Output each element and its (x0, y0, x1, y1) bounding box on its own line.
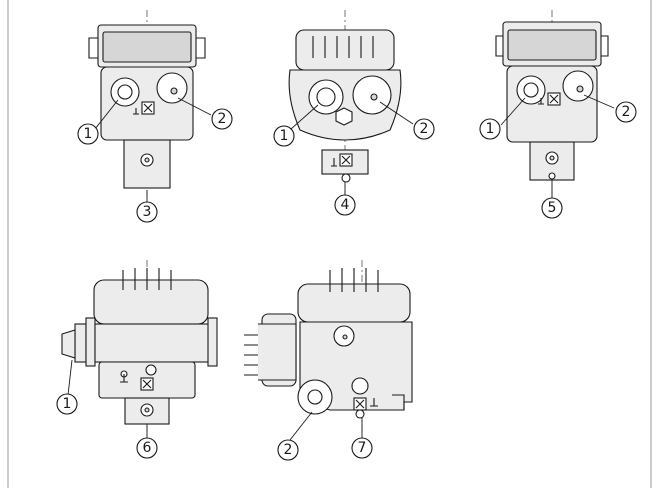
svg-text:2: 2 (218, 111, 227, 127)
svg-text:1: 1 (486, 121, 495, 137)
svg-text:1: 1 (63, 396, 72, 412)
callout-1-housing3: 1 (77, 123, 99, 145)
housing-side-view-6 (61, 260, 218, 445)
callout-1-housing4: 1 (273, 125, 295, 147)
svg-text:1: 1 (84, 126, 93, 142)
svg-text:2: 2 (420, 121, 429, 137)
callout-2-housing4: 2 (413, 118, 435, 140)
housing-side-view-7 (244, 260, 413, 445)
callout-2-housing7: 2 (277, 439, 299, 461)
svg-text:7: 7 (358, 440, 367, 456)
callout-6: 6 (136, 437, 158, 459)
svg-text:6: 6 (143, 440, 152, 456)
housing-front-view-5 (495, 10, 609, 200)
svg-text:4: 4 (341, 197, 350, 213)
callout-7: 7 (351, 437, 373, 459)
callout-1-housing5: 1 (479, 118, 501, 140)
callout-2-housing3: 2 (211, 108, 233, 130)
callout-3: 3 (136, 201, 158, 223)
svg-text:1: 1 (280, 128, 289, 144)
leader-lines (67, 94, 615, 441)
callout-2-housing5: 2 (615, 101, 637, 123)
svg-text:5: 5 (548, 200, 557, 216)
housing-front-view-3 (88, 10, 206, 200)
frame-border (7, 0, 652, 488)
svg-text:2: 2 (284, 442, 293, 458)
svg-text:3: 3 (143, 204, 152, 220)
callout-4: 4 (334, 194, 356, 216)
callout-1-housing6: 1 (56, 393, 78, 415)
callout-5: 5 (541, 197, 563, 219)
housing-front-view-4 (288, 10, 402, 200)
svg-text:2: 2 (622, 104, 631, 120)
